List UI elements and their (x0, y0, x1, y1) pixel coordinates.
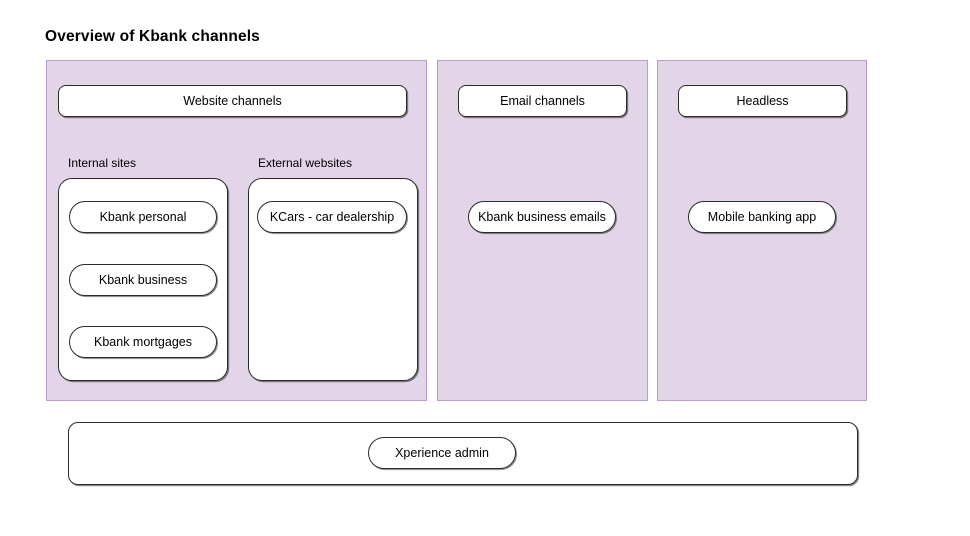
node-mobile-banking-app[interactable]: Mobile banking app (688, 201, 836, 233)
node-kbank-business-emails[interactable]: Kbank business emails (468, 201, 616, 233)
caption-internal-sites: Internal sites (68, 156, 137, 170)
header-headless[interactable]: Headless (678, 85, 847, 117)
header-email-channels[interactable]: Email channels (458, 85, 627, 117)
node-kbank-personal[interactable]: Kbank personal (69, 201, 217, 233)
page-title: Overview of Kbank channels (45, 28, 260, 45)
node-xperience-admin[interactable]: Xperience admin (368, 437, 516, 469)
caption-external-websites: External websites (258, 156, 353, 170)
header-website-channels[interactable]: Website channels (58, 85, 407, 117)
node-kcars-car-dealership[interactable]: KCars - car dealership (257, 201, 407, 233)
node-kbank-business[interactable]: Kbank business (69, 264, 217, 296)
node-kbank-mortgages[interactable]: Kbank mortgages (69, 326, 217, 358)
